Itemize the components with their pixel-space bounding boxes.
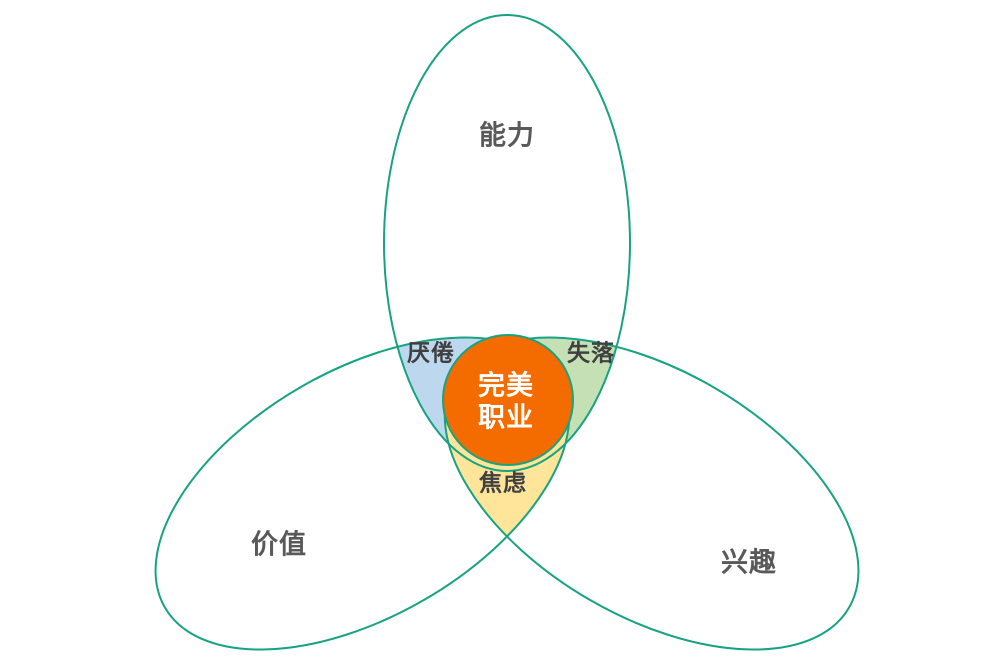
- region-label-loss: 失落: [567, 340, 615, 367]
- set-label-ability: 能力: [479, 120, 535, 152]
- region-label-boredom: 厌倦: [407, 340, 455, 367]
- center-label-line1: 完美: [478, 370, 534, 402]
- set-label-interest: 兴趣: [721, 547, 777, 579]
- region-label-anxiety: 焦虑: [479, 470, 527, 497]
- set-label-value: 价值: [251, 529, 307, 561]
- intersection-value-interest: [444, 337, 622, 650]
- center-circle: [442, 334, 574, 466]
- center-label: 完美 职业: [478, 371, 534, 436]
- center-label-line2: 职业: [478, 403, 534, 434]
- set-ellipse-ability: [383, 14, 631, 472]
